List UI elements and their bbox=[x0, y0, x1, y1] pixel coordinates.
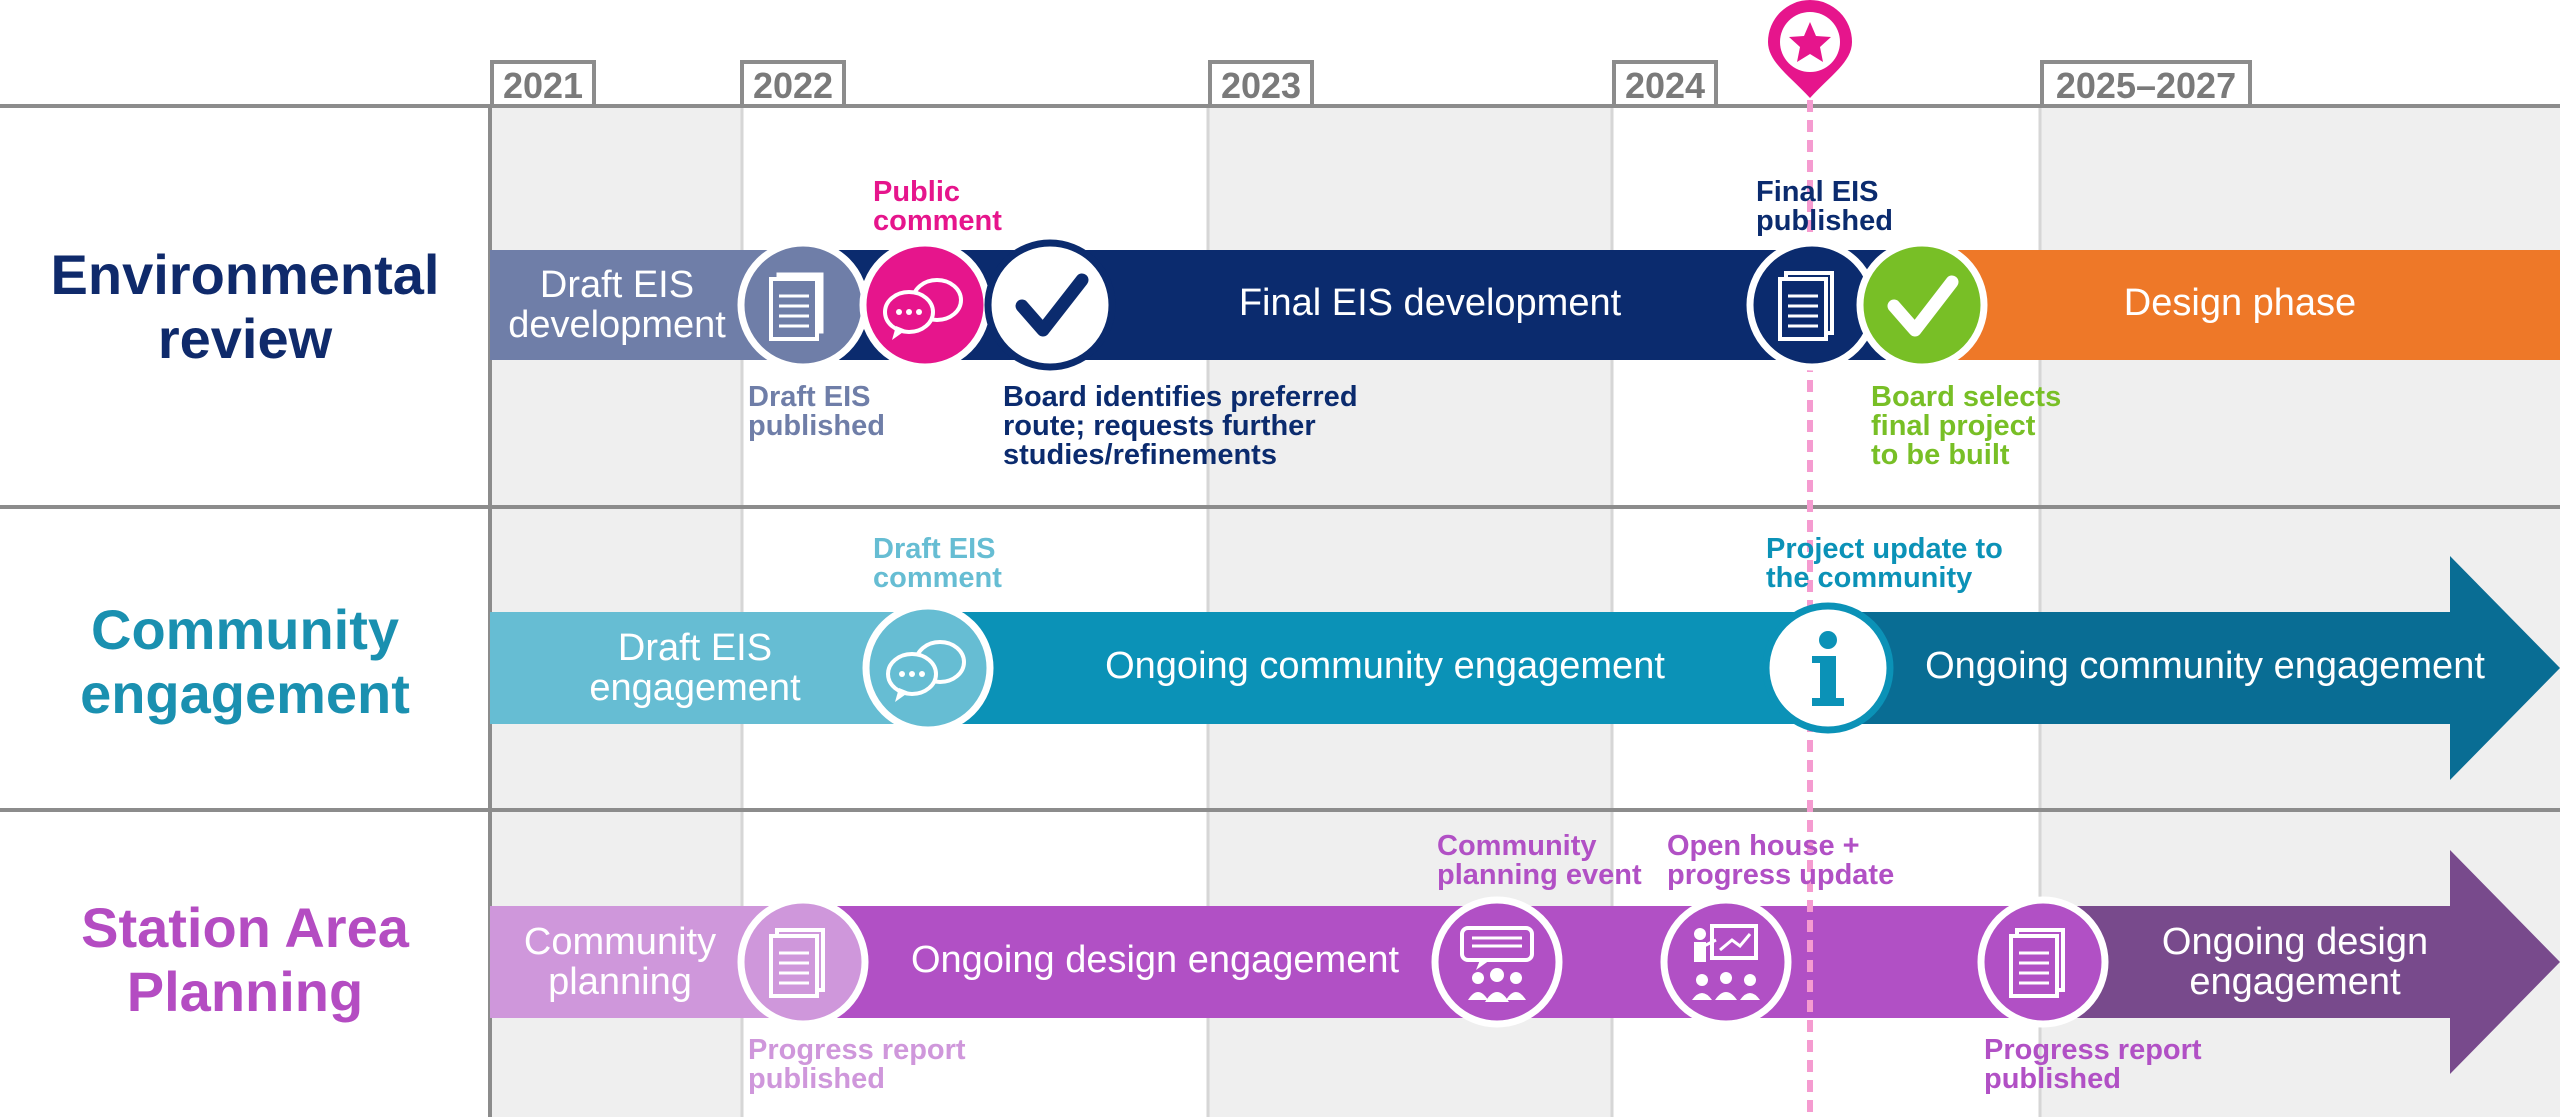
note-open-house: Open house + progress update bbox=[1667, 830, 1895, 891]
bar-ongoing-community-engagement bbox=[930, 612, 1830, 724]
document-icon bbox=[1977, 896, 2109, 1028]
note-progress-report-2: Progress report published bbox=[1984, 1034, 2202, 1095]
row-label-environmental-review: Environmental review bbox=[50, 243, 440, 370]
bar-label-ongoing-community-engagement: Ongoing community engagement bbox=[1105, 645, 1665, 687]
row-label-community-engagement: Community engagement bbox=[80, 598, 410, 725]
note-community-planning-event: Community planning event bbox=[1437, 830, 1642, 891]
year-label-2021: 2021 bbox=[490, 60, 596, 106]
bar-label-ongoing-design-engagement-2: Ongoing design engagement bbox=[2161, 921, 2429, 1003]
bar-label-ongoing-design-engagement: Ongoing design engagement bbox=[910, 939, 1400, 981]
year-label-2023: 2023 bbox=[1208, 60, 1314, 106]
arrow-ongoing-community-engagement bbox=[1830, 556, 2560, 780]
bar-ongoing-design-engagement bbox=[790, 906, 2070, 1018]
bar-label-ongoing-community-engagement-2: Ongoing community engagement bbox=[1925, 645, 2485, 687]
note-board-identifies: Board identifies preferred route; reques… bbox=[1003, 381, 1358, 471]
note-draft-eis-published: Draft EIS published bbox=[748, 381, 885, 442]
note-progress-report-1: Progress report published bbox=[748, 1034, 966, 1095]
arrow-ongoing-design-engagement bbox=[2070, 850, 2560, 1074]
year-label-2022: 2022 bbox=[740, 60, 846, 106]
row-label-station-area-planning: Station Area Planning bbox=[81, 896, 409, 1023]
checkmark-icon bbox=[984, 239, 1116, 371]
year-label-2024: 2024 bbox=[1612, 60, 1718, 106]
checkmark-icon bbox=[1856, 239, 1988, 371]
bar-design-phase bbox=[1940, 250, 2560, 360]
bar-draft-eis-engagement bbox=[490, 612, 930, 724]
star-pin-icon bbox=[1768, 0, 1852, 98]
chat-bubbles-icon bbox=[859, 239, 991, 371]
year-label-2025-2027: 2025–2027 bbox=[2040, 60, 2252, 106]
document-icon bbox=[1746, 239, 1878, 371]
note-board-selects: Board selects final project to be built bbox=[1871, 381, 2062, 471]
document-icon bbox=[737, 239, 869, 371]
note-final-eis-published: Final EIS published bbox=[1756, 176, 1893, 237]
bar-label-draft-eis-engagement: Draft EIS engagement bbox=[589, 627, 801, 709]
bar-label-final-eis-development: Final EIS development bbox=[1238, 282, 1622, 324]
document-icon bbox=[737, 896, 869, 1028]
bar-label-draft-eis-development: Draft EIS development bbox=[508, 264, 726, 346]
note-public-comment: Public comment bbox=[873, 176, 1002, 237]
note-draft-eis-comment: Draft EIS comment bbox=[873, 533, 1002, 594]
bar-label-design-phase: Design phase bbox=[2123, 282, 2357, 324]
note-project-update: Project update to the community bbox=[1766, 533, 2003, 594]
audience-icon bbox=[1431, 896, 1563, 1028]
presentation-icon bbox=[1660, 896, 1792, 1028]
info-icon bbox=[1762, 602, 1894, 734]
bar-label-community-planning: Community planning bbox=[523, 921, 717, 1003]
chat-bubbles-icon bbox=[862, 602, 994, 734]
row-separators bbox=[0, 104, 2560, 812]
